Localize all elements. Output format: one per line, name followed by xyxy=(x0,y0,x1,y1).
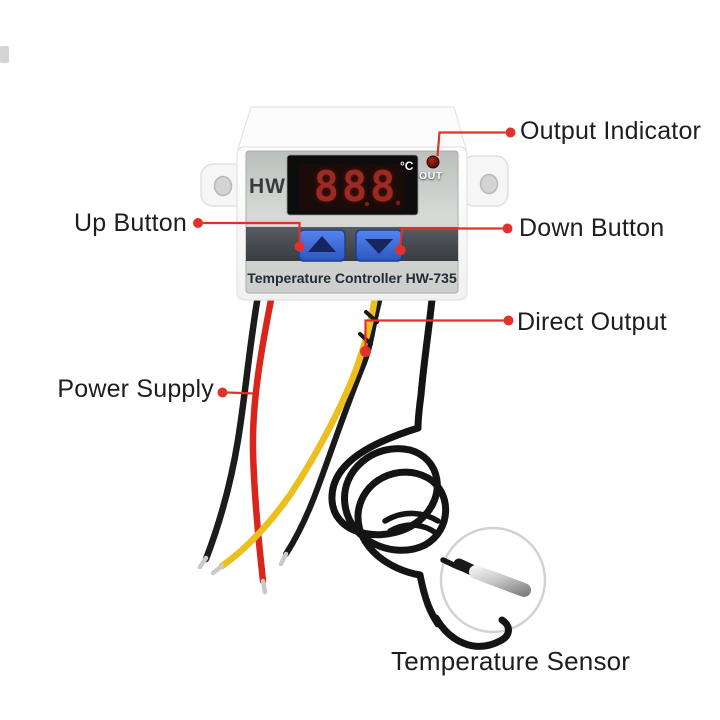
callout-output-indicator xyxy=(436,127,516,157)
output-wire-yellow-tip xyxy=(210,563,225,576)
label-power-supply: Power Supply xyxy=(57,375,214,403)
button-strip xyxy=(246,227,458,261)
label-down-button: Down Button xyxy=(519,214,665,242)
sensor-magnifier xyxy=(432,526,547,650)
callout-down-button xyxy=(395,223,513,256)
sensor-coil xyxy=(328,424,441,554)
right-screw-hole xyxy=(479,173,499,195)
callout-dot xyxy=(502,223,513,234)
sensor-cable xyxy=(328,286,450,628)
controller-device xyxy=(236,106,468,301)
output-wire-yellow xyxy=(218,286,380,570)
label-up-button: Up Button xyxy=(74,209,187,237)
up-button xyxy=(298,229,346,262)
callout-dot xyxy=(360,346,371,357)
callout-dot xyxy=(503,315,514,326)
model-label: Temperature Controller HW-735 xyxy=(247,270,457,286)
decimal-dot xyxy=(364,201,370,207)
wires xyxy=(197,286,450,628)
power-wire-red-tip xyxy=(260,578,268,595)
callout-up-button xyxy=(193,218,305,252)
output-led-indicator xyxy=(426,155,440,169)
callout-dot xyxy=(217,387,228,398)
output-wire-black-tip xyxy=(278,551,289,567)
callouts xyxy=(193,127,516,398)
display-screen xyxy=(299,164,404,210)
device-lid xyxy=(237,106,467,150)
down-arrow-icon xyxy=(365,239,393,254)
callout-dot xyxy=(395,244,406,256)
callout-direct-output xyxy=(360,315,514,357)
sensor-probe xyxy=(469,565,531,597)
down-button xyxy=(355,229,403,262)
power-wire-black xyxy=(202,286,263,563)
callout-power-supply xyxy=(217,387,255,398)
callout-dot xyxy=(505,127,516,138)
power-wire-black-tip xyxy=(197,555,209,570)
output-wire-black xyxy=(283,287,385,557)
cable-knot xyxy=(382,510,441,536)
up-arrow-icon xyxy=(308,236,336,252)
out-led-label: OUT xyxy=(419,170,443,182)
cable-front-loop xyxy=(432,614,512,650)
label-output-indicator: Output Indicator xyxy=(520,117,702,145)
power-wire-red xyxy=(249,286,277,585)
decimal-dot xyxy=(395,200,401,206)
right-mount-ear xyxy=(461,155,509,207)
edge-smudge xyxy=(0,46,9,63)
display-value: 888 xyxy=(313,162,399,211)
label-temperature-sensor: Temperature Sensor xyxy=(391,646,631,676)
brand-logo: HW xyxy=(249,175,286,198)
label-direct-output: Direct Output xyxy=(517,308,667,336)
callout-dot xyxy=(294,241,305,252)
display-unit: °C xyxy=(400,159,414,173)
left-screw-hole xyxy=(213,175,233,197)
callout-dot xyxy=(193,218,203,228)
